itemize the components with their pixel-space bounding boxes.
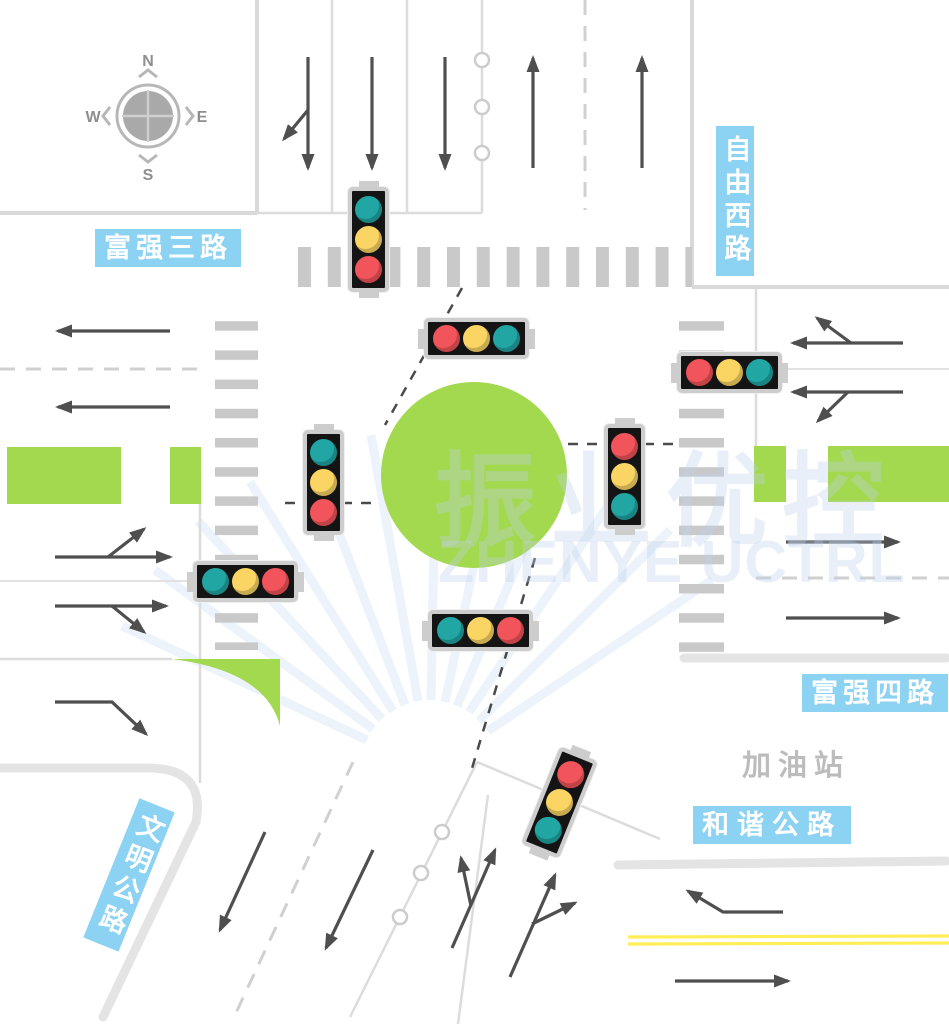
road-label-fuqiang-4th: 富强四路: [802, 674, 948, 713]
compass-w-label: W: [85, 109, 101, 126]
road-label-hexie-highway: 和谐公路: [693, 806, 851, 845]
corner-island: [172, 659, 280, 726]
compass-icon: N S W E: [85, 53, 207, 184]
compass-e-label: E: [197, 109, 208, 126]
lane-arrows: [55, 55, 903, 988]
green-areas: [7, 382, 949, 726]
double-yellow-line: [627, 934, 949, 946]
watermark-rays-icon: [120, 429, 715, 745]
compass-n-label: N: [142, 53, 154, 70]
roundabout-circle: [381, 382, 567, 568]
compass-s-label: S: [143, 167, 154, 184]
lane-divider-dots: [391, 51, 491, 926]
road-label-ziyou-west: 自由西路: [716, 126, 755, 276]
gas-station-label: 加油站: [742, 750, 851, 782]
road-label-fuqiang-3rd: 富强三路: [95, 229, 241, 268]
